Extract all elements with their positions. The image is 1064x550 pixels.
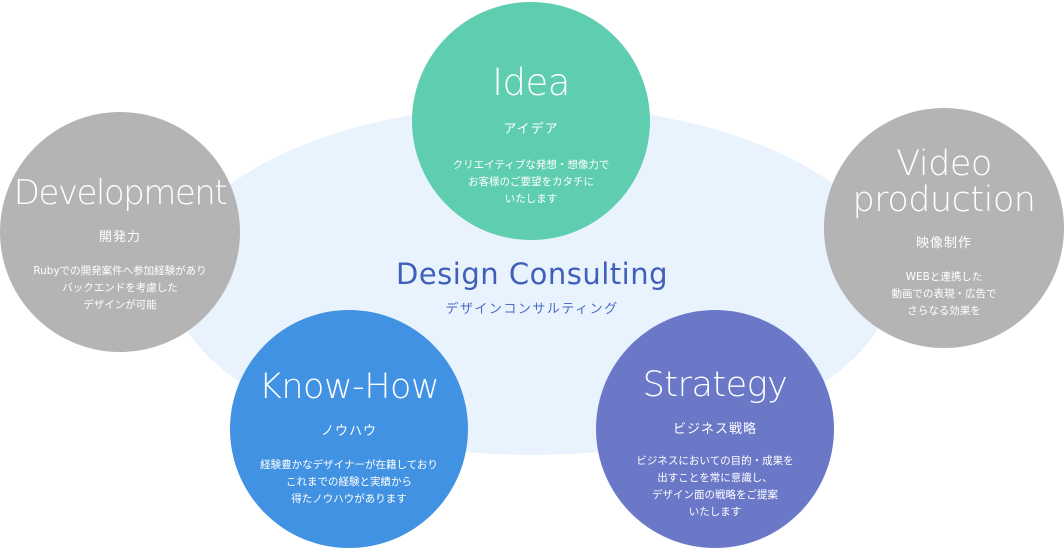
strategy-desc-line: ビジネスにおいての目的・成果を bbox=[636, 455, 794, 467]
development-desc-line: バックエンドを考慮した bbox=[62, 282, 178, 294]
development-subtitle: 開発力 bbox=[98, 230, 141, 245]
strategy-circle: Strategy ビジネス戦略 ビジネスにおいての目的・成果を 出すことを常に意… bbox=[596, 310, 834, 548]
idea-description: クリエイティブな発想・想像力で お客様のご要望をカタチに いたします bbox=[412, 157, 650, 208]
center-title: Design Consulting bbox=[396, 257, 668, 291]
video-desc-line: さらなる効果を bbox=[907, 305, 981, 317]
know-how-title: Know-How bbox=[258, 367, 440, 407]
idea-subtitle: アイデア bbox=[503, 122, 559, 137]
idea-title: Idea bbox=[492, 61, 570, 104]
know-how-description: 経験豊かなデザイナーが在籍しており これまでの経験と実績から 得たノウハウがあり… bbox=[230, 457, 468, 508]
video-description: WEBと連携した 動画での表現・広告で さらなる効果を bbox=[824, 269, 1064, 320]
development-circle: Development 開発力 Rubyでの開発案件へ参加経験があり バックエン… bbox=[0, 112, 240, 352]
know-how-circle: Know-How ノウハウ 経験豊かなデザイナーが在籍しており これまでの経験と… bbox=[230, 310, 468, 548]
know-how-desc-line: これまでの経験と実績から bbox=[286, 476, 412, 488]
development-title: Development bbox=[13, 173, 228, 213]
strategy-desc-line: デザイン面の戦略をご提案 bbox=[652, 489, 778, 501]
idea-circle: Idea アイデア クリエイティブな発想・想像力で お客様のご要望をカタチに い… bbox=[412, 2, 650, 240]
video-subtitle: 映像制作 bbox=[915, 236, 972, 251]
idea-desc-line: クリエイティブな発想・想像力で bbox=[452, 159, 610, 171]
video-title-line: Video bbox=[896, 144, 992, 184]
know-how-desc-line: 経験豊かなデザイナーが在籍しており bbox=[260, 459, 438, 471]
strategy-title: Strategy bbox=[642, 365, 788, 405]
strategy-desc-line: いたします bbox=[688, 506, 742, 518]
development-desc-line: Rubyでの開発案件へ参加経験があり bbox=[33, 265, 207, 277]
development-description: Rubyでの開発案件へ参加経験があり バックエンドを考慮した デザインが可能 bbox=[0, 263, 240, 314]
idea-desc-line: いたします bbox=[504, 193, 558, 205]
know-how-subtitle: ノウハウ bbox=[320, 424, 377, 439]
video-title-line: production bbox=[852, 180, 1036, 220]
video-production-circle: Video production 映像制作 WEBと連携した 動画での表現・広告… bbox=[824, 108, 1064, 348]
strategy-subtitle: ビジネス戦略 bbox=[672, 422, 757, 437]
video-title: Video production bbox=[824, 146, 1064, 218]
know-how-desc-line: 得たノウハウがあります bbox=[291, 493, 407, 505]
development-desc-line: デザインが可能 bbox=[83, 299, 157, 311]
idea-desc-line: お客様のご要望をカタチに bbox=[468, 176, 594, 188]
strategy-desc-line: 出すことを常に意識し、 bbox=[657, 472, 773, 484]
center-subtitle: デザインコンサルティング bbox=[445, 302, 619, 317]
strategy-description: ビジネスにおいての目的・成果を 出すことを常に意識し、 デザイン面の戦略をご提案… bbox=[596, 453, 834, 521]
center-label: Design Consulting デザインコンサルティング bbox=[332, 256, 732, 317]
video-desc-line: WEBと連携した bbox=[905, 271, 983, 283]
video-desc-line: 動画での表現・広告で bbox=[891, 288, 997, 300]
